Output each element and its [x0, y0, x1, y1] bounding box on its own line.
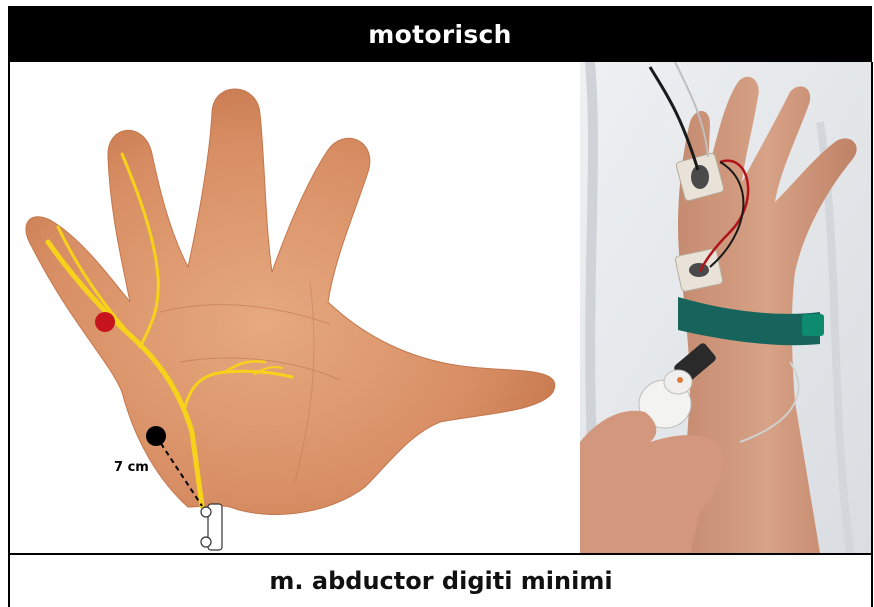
hand-illustration [10, 62, 580, 553]
stim-point-proximal [146, 426, 166, 446]
caption-bar: m. abductor digiti minimi [10, 555, 872, 607]
stim-point-distal [95, 312, 115, 332]
frame-border-right [871, 62, 873, 607]
caption-text: m. abductor digiti minimi [269, 567, 612, 595]
recording-photo [580, 62, 871, 553]
header-title: motorisch [368, 20, 511, 49]
distance-label: 7 cm [114, 460, 149, 475]
header-bar: motorisch [8, 6, 872, 62]
